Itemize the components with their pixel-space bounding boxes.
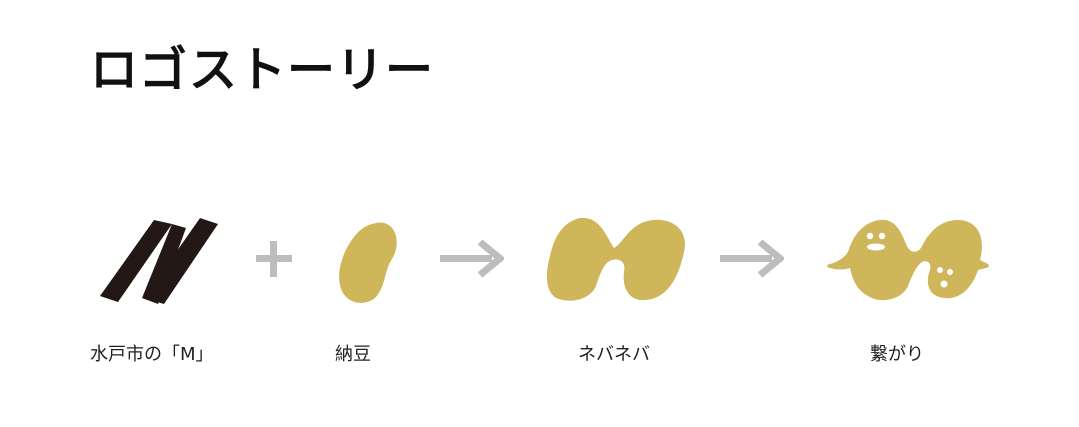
plus-icon (256, 241, 292, 277)
caption-nebaneba: ネバネバ (578, 344, 650, 365)
caption-tsunagari: 繋がり (870, 344, 924, 365)
m-stroke-left (100, 220, 172, 302)
caption-m-letter: 水戸市の「M」 (90, 344, 214, 365)
connected-beans-icon (826, 214, 992, 304)
natto-bean-icon (336, 219, 402, 305)
m-stroke-middle (142, 224, 186, 304)
arrow-right-icon (440, 240, 504, 278)
page-title: ロゴストーリー (90, 42, 434, 98)
m-stroke-right (144, 218, 218, 304)
face-right (937, 267, 953, 288)
arrow-right-icon (720, 240, 784, 278)
face-left (866, 232, 886, 251)
sticky-m-icon (544, 214, 690, 304)
caption-natto: 納豆 (335, 344, 371, 365)
letter-m-icon (88, 214, 224, 306)
